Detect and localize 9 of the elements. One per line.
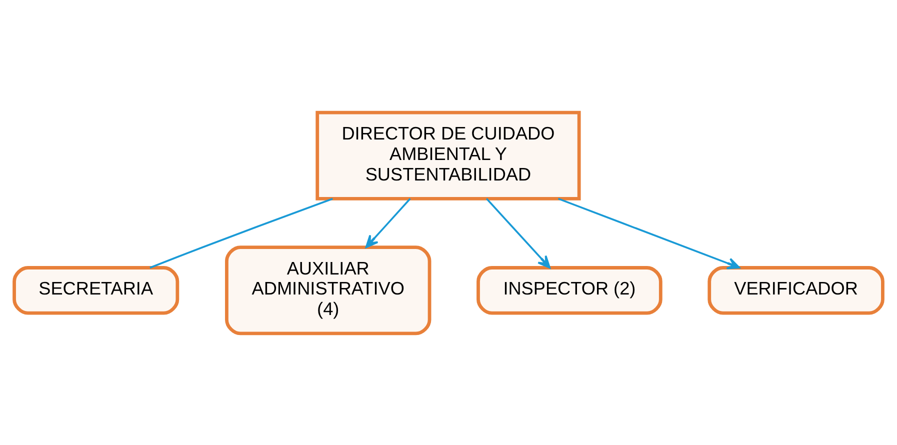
arrow: [486, 198, 551, 268]
node-box: SECRETARIA: [12, 266, 180, 314]
node-box: INSPECTOR (2): [476, 266, 662, 314]
node-box: AUXILIAR ADMINISTRATIVO (4): [225, 245, 432, 335]
arrow: [365, 198, 411, 248]
arrow: [558, 197, 740, 269]
node-box: DIRECTOR DE CUIDADO AMBIENTAL Y SUSTENTABILIDAD: [316, 110, 581, 200]
connector: [150, 197, 333, 268]
node-box: VERIFICADOR: [708, 266, 884, 314]
